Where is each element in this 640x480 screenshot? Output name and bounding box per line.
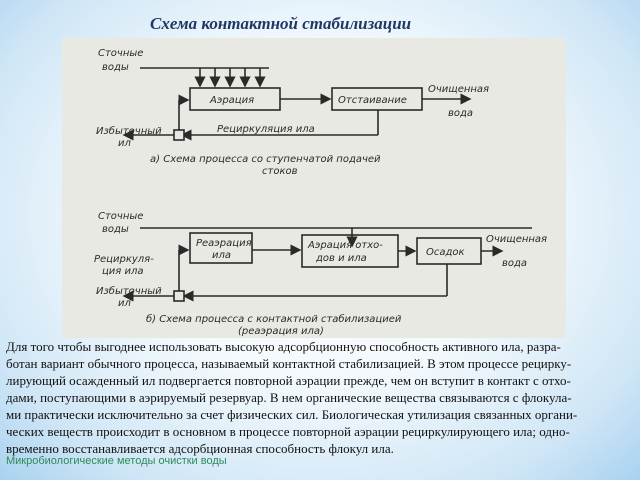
b-caption-2: (реаэрация ила) — [238, 326, 324, 337]
b-caption-1: б) Схема процесса с контактной стабилиза… — [146, 313, 402, 325]
paragraph-line: дами, поступающими в аэрируемый резервуа… — [6, 390, 572, 405]
a-excess-label-2: ил — [118, 138, 131, 149]
a-out-label-1: Очищенная — [428, 84, 489, 95]
b-reaeration-box — [189, 232, 253, 264]
a-valve — [173, 129, 185, 141]
paragraph-line: ботан вариант обычного процесса, называе… — [6, 356, 572, 371]
slide-title: Схема контактной стабилизации — [150, 14, 412, 33]
description-paragraph: Для того чтобы выгоднее использовать выс… — [6, 338, 632, 457]
b-out-label-1: Очищенная — [486, 234, 547, 245]
b-excess-label-2: ил — [118, 298, 131, 309]
a-settling-label: Отстаивание — [338, 95, 407, 106]
paragraph-line: временно восстанавливается адсорбционная… — [6, 441, 394, 456]
b-reaeration-label-2: ила — [212, 250, 231, 261]
paragraph-line: ческих веществ происходит в основном в п… — [6, 424, 570, 439]
a-out-label-2: вода — [448, 108, 473, 119]
a-aeration-label: Аэрация — [209, 95, 254, 106]
a-inflow-label-1: Сточные — [98, 48, 143, 59]
a-caption-1: а) Схема процесса со ступенчатой подачей — [150, 154, 381, 165]
b-excess-label-1: Избыточный — [96, 285, 162, 297]
b-sediment-label: Осадок — [426, 247, 465, 258]
a-inflow-label-2: воды — [102, 62, 129, 73]
paragraph-line: лирующий осажденный ил подвергается повт… — [6, 373, 571, 388]
b-recirc-label-2: ция ила — [102, 266, 144, 277]
scheme-diagram: Сточные воды Аэрация Отстаивание Очищенн… — [94, 48, 547, 337]
b-aeration-label-1: Аэрация отхо- — [307, 240, 383, 251]
footer-caption: Микробиологические методы очистки воды — [6, 455, 227, 467]
b-reaeration-label-1: Реаэрация — [196, 238, 252, 249]
scheme-image: Сточные воды Аэрация Отстаивание Очищенн… — [62, 38, 566, 338]
b-aeration-label-2: дов и ила — [315, 253, 367, 264]
b-inflow-label-2: воды — [102, 224, 129, 235]
b-valve — [173, 290, 185, 302]
b-recirc-label-1: Рециркуля- — [94, 254, 154, 265]
b-inflow-label-1: Сточные — [98, 211, 143, 222]
a-recirc-label: Рециркуляция ила — [217, 124, 315, 135]
paragraph-line: ми практически исключительно за счет физ… — [6, 407, 578, 422]
a-caption-2: стоков — [262, 166, 298, 177]
b-out-label-2: вода — [502, 258, 527, 269]
paragraph-line: Для того чтобы выгоднее использовать выс… — [6, 339, 561, 354]
a-excess-label-1: Избыточный — [96, 125, 162, 137]
